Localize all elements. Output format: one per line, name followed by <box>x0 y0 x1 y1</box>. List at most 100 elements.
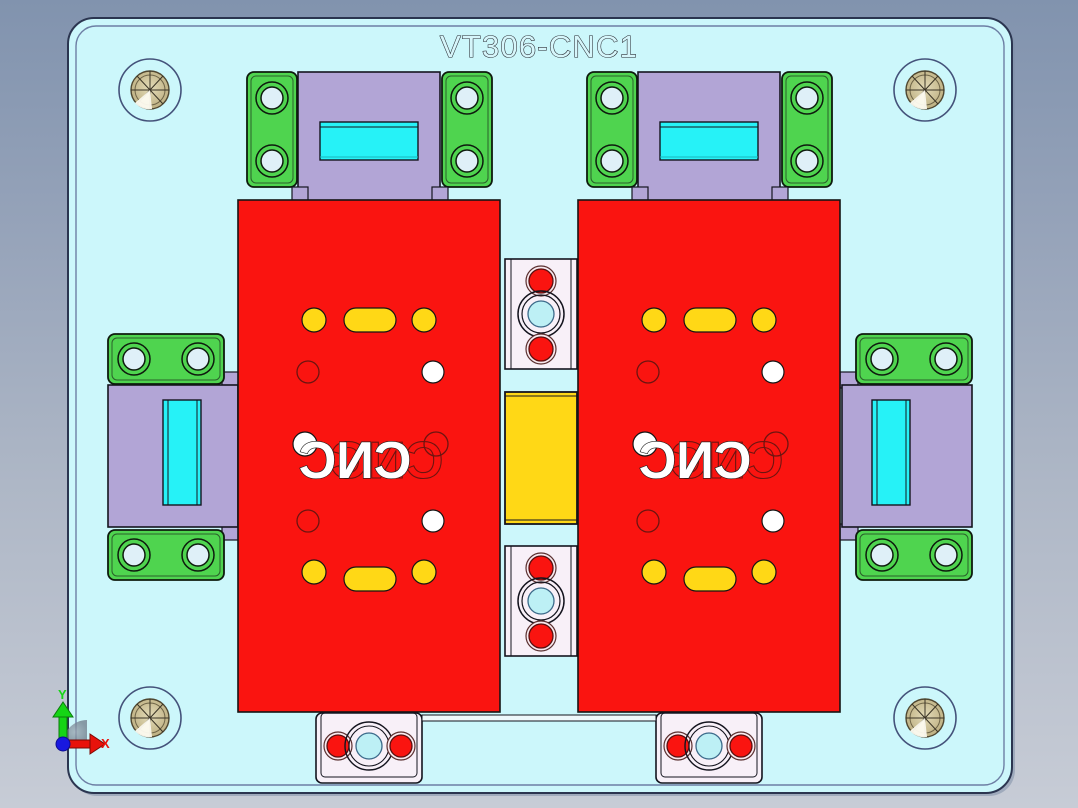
yellow-slot-icon <box>343 307 397 333</box>
red-port-icon <box>528 555 554 581</box>
red-plate-right[interactable]: CNC CNC <box>577 199 841 713</box>
clamp-hole-icon <box>934 543 958 567</box>
yellow-pin-icon <box>751 559 777 585</box>
white-hole-icon <box>292 431 318 457</box>
y-axis-label: Y <box>58 687 67 702</box>
bore-icon <box>527 587 555 615</box>
top-clamp-assembly-right[interactable] <box>586 71 833 206</box>
yellow-pin-icon <box>301 307 327 333</box>
white-hole-icon <box>761 509 785 533</box>
red-port-icon <box>729 734 753 758</box>
screw-highlight-icon <box>910 90 927 110</box>
green-clamp-right[interactable] <box>441 71 493 188</box>
page-title: VT306-CNC1 <box>440 29 638 64</box>
bore-icon <box>521 294 561 334</box>
green-clamp-bottom[interactable] <box>107 529 225 581</box>
engraved-mark-ghost: CNC <box>671 432 784 490</box>
bore-icon <box>527 300 555 328</box>
yellow-pin-icon <box>641 307 667 333</box>
clamp-hole-icon <box>186 543 210 567</box>
green-clamp-left[interactable] <box>586 71 638 188</box>
bore-icon <box>521 581 561 621</box>
clamp-hole-icon <box>600 86 624 110</box>
red-port-icon <box>528 268 554 294</box>
center-yellow-block[interactable] <box>504 391 578 525</box>
side-clamp-assembly-left[interactable] <box>107 333 241 581</box>
cyan-slot <box>319 121 419 161</box>
tab-connector <box>421 714 657 722</box>
center-column[interactable] <box>504 258 578 657</box>
clamp-hole-icon <box>455 86 479 110</box>
red-plate-body[interactable] <box>237 199 501 713</box>
corner-screw-top-left[interactable] <box>118 58 182 122</box>
screw-outer-ring-icon <box>893 686 957 750</box>
bore-icon <box>355 732 383 760</box>
green-clamp-right[interactable] <box>781 71 833 188</box>
ghost-hole-icon <box>423 431 449 457</box>
base-plate-inner-chamfer <box>75 25 1005 786</box>
corner-screw-top-right[interactable] <box>893 58 957 122</box>
red-plate-body[interactable] <box>577 199 841 713</box>
yellow-pin-icon <box>751 307 777 333</box>
clamp-hole-icon <box>870 543 894 567</box>
ghost-hole-icon <box>763 431 789 457</box>
bottom-tab-left[interactable] <box>315 712 423 784</box>
y-axis-arrow-icon <box>52 701 74 745</box>
cyan-slot <box>871 399 911 506</box>
ghost-hole-icon <box>636 360 660 384</box>
ghost-hole-icon <box>296 360 320 384</box>
center-upper-block[interactable] <box>504 258 578 370</box>
clamp-hole-icon <box>600 149 624 173</box>
yellow-pin-icon <box>411 559 437 585</box>
clamp-hole-icon <box>260 86 284 110</box>
clamp-hole-icon <box>122 543 146 567</box>
red-port-icon <box>528 336 554 362</box>
clamp-hole-icon <box>122 347 146 371</box>
clamp-hole-icon <box>455 149 479 173</box>
white-hole-icon <box>632 431 658 457</box>
x-axis-label: X <box>101 736 110 751</box>
corner-screw-bottom-left[interactable] <box>118 686 182 750</box>
clamp-hole-icon <box>186 347 210 371</box>
green-clamp-left[interactable] <box>246 71 298 188</box>
green-clamp-top[interactable] <box>855 333 973 385</box>
engraved-mark: CNC <box>639 432 752 490</box>
clamp-hole-icon <box>870 347 894 371</box>
bottom-tab-right[interactable] <box>655 712 763 784</box>
screw-outer-ring-icon <box>118 58 182 122</box>
corner-screw-bottom-right[interactable] <box>893 686 957 750</box>
engraved-mark: CNC <box>299 432 412 490</box>
clamp-hole-icon <box>934 347 958 371</box>
red-port-icon <box>528 623 554 649</box>
screw-highlight-icon <box>910 718 927 738</box>
green-clamp-bottom[interactable] <box>855 529 973 581</box>
engraved-mark-ghost: CNC <box>331 432 444 490</box>
white-hole-icon <box>421 360 445 384</box>
clamp-hole-icon <box>795 149 819 173</box>
coordinate-axis-triad[interactable]: X Y <box>38 687 110 769</box>
red-port-icon <box>389 734 413 758</box>
z-axis-disc-icon <box>63 720 87 744</box>
green-clamp-top[interactable] <box>107 333 225 385</box>
side-clamp-assembly-right[interactable] <box>839 333 973 581</box>
ghost-hole-icon <box>296 509 320 533</box>
ghost-hole-icon <box>636 509 660 533</box>
cyan-slot <box>659 121 759 161</box>
origin-point-icon <box>55 736 71 752</box>
yellow-slot-icon <box>683 307 737 333</box>
yellow-slot-icon <box>683 566 737 592</box>
yellow-pin-icon <box>641 559 667 585</box>
clamp-hole-icon <box>795 86 819 110</box>
screw-highlight-icon <box>135 718 152 738</box>
top-clamp-assembly-left[interactable] <box>246 71 493 206</box>
screw-highlight-icon <box>135 90 152 110</box>
screw-outer-ring-icon <box>118 686 182 750</box>
white-hole-icon <box>761 360 785 384</box>
red-plate-left[interactable]: CNC CNC <box>237 199 501 713</box>
clamp-hole-icon <box>260 149 284 173</box>
center-lower-block[interactable] <box>504 545 578 657</box>
cyan-slot <box>162 399 202 506</box>
yellow-pin-icon <box>301 559 327 585</box>
